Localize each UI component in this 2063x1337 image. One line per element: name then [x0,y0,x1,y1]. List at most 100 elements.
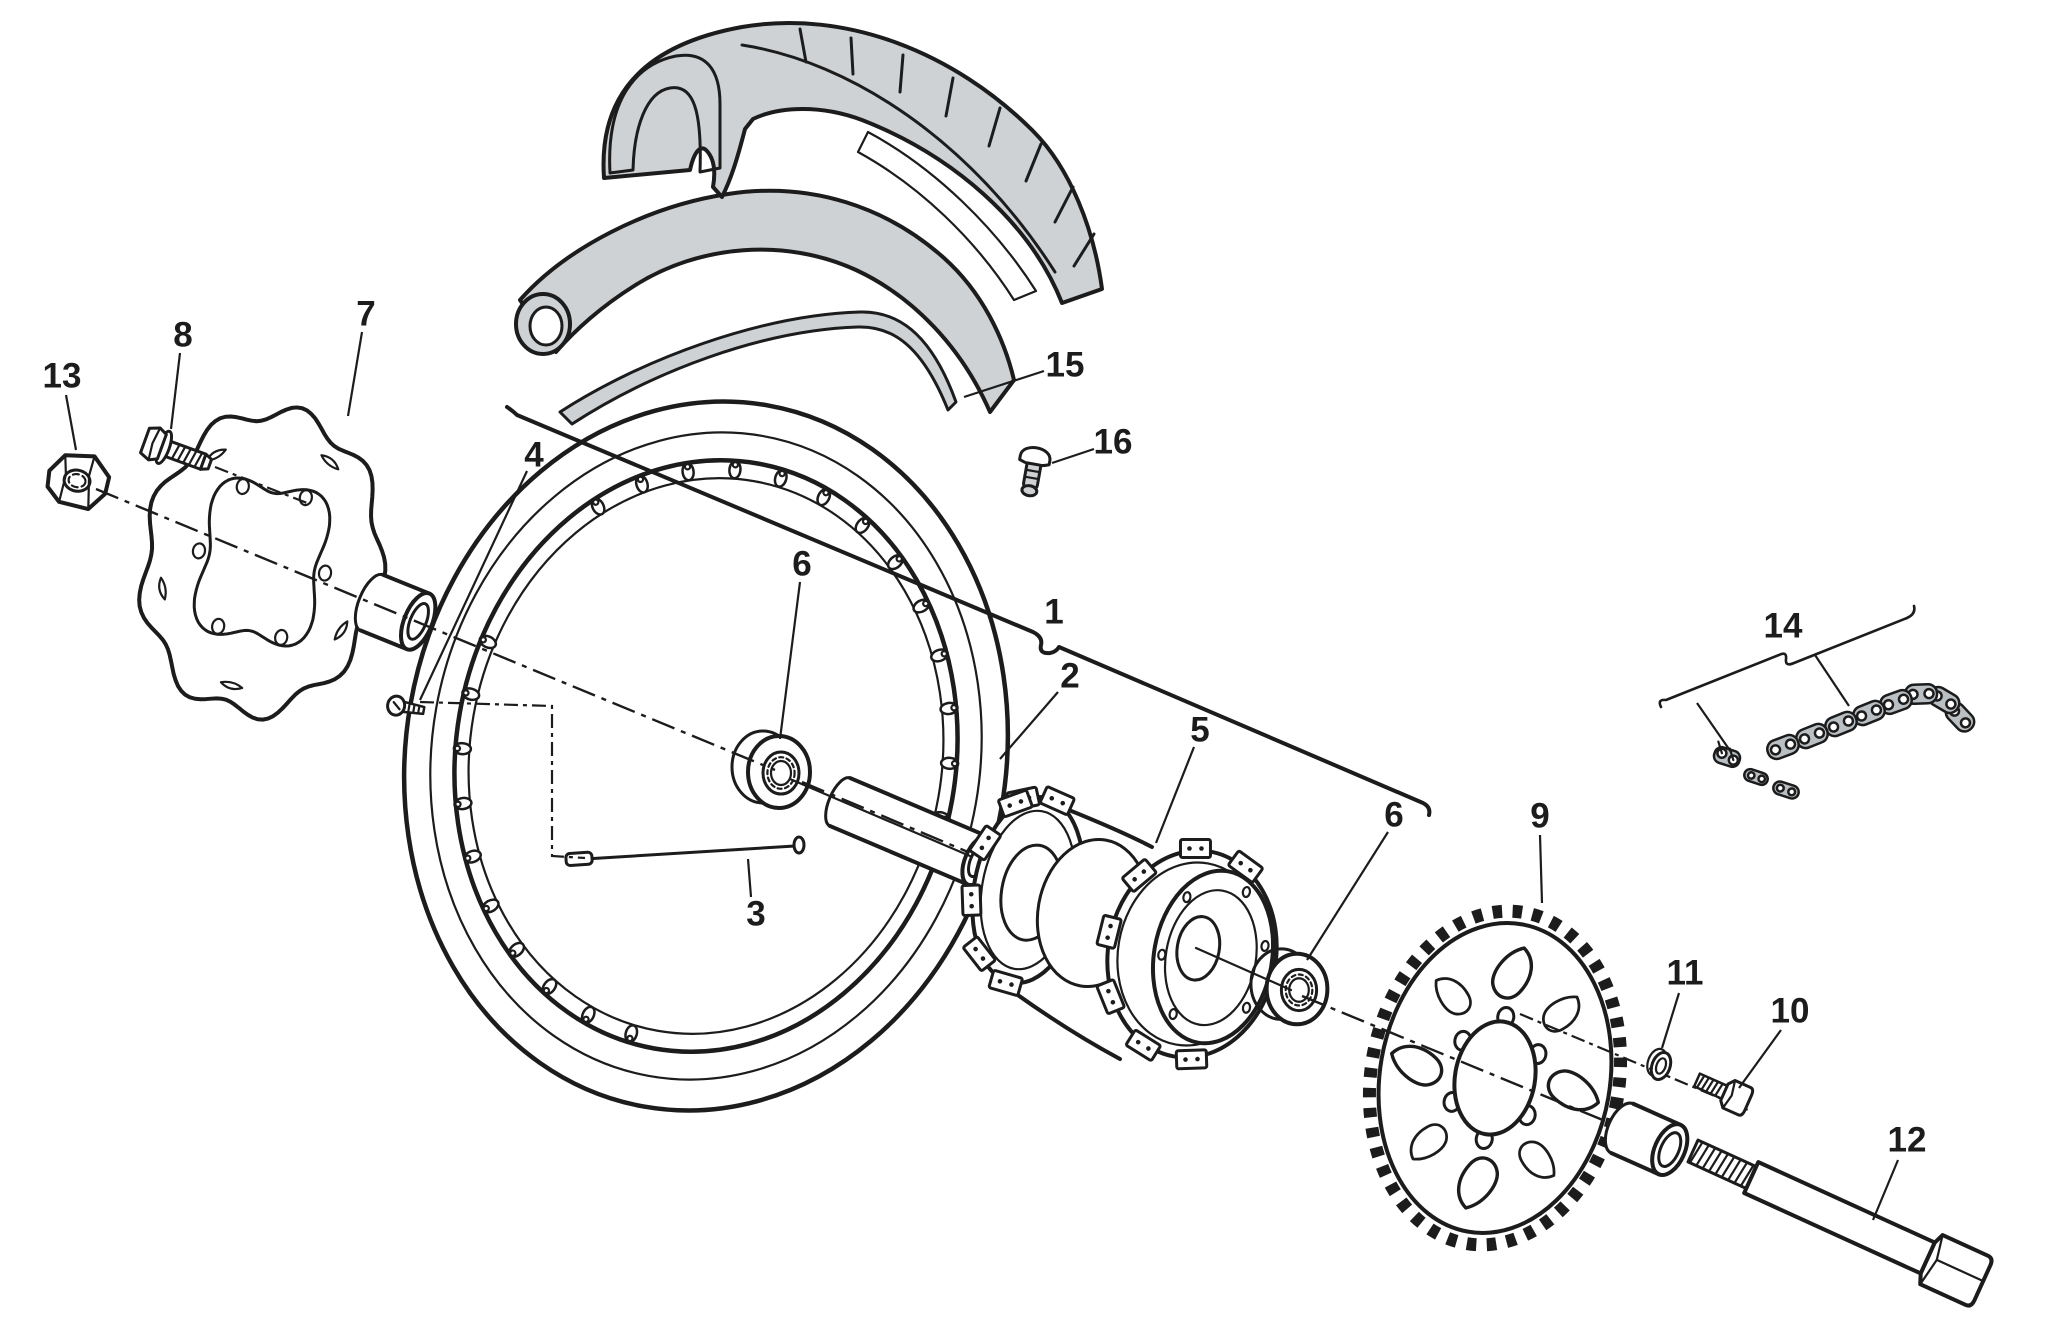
callout-3-label: 3 [746,895,765,934]
hub-lug [997,788,1034,819]
spoke-nipple [590,497,606,516]
disc-slot [158,576,167,601]
bearing-outer-race [1264,951,1330,1027]
axle-thread [1695,1143,1710,1167]
tread-line [898,53,905,94]
callout-12-leader [1871,1159,1900,1221]
spoke-nipple [854,516,871,535]
callout-16-label: 16 [1094,423,1133,462]
wheel-rim [401,399,1011,1113]
callout-6b-label: 6 [1384,796,1403,835]
bearing-bore [769,759,793,787]
callout-2-label: 2 [1060,657,1079,696]
axle-thread [1720,1155,1736,1179]
chain-master-clip [1743,767,1769,787]
sprocket-window [1457,1156,1500,1210]
sprocket-window [1389,1044,1444,1087]
spoke-nipple [681,462,695,482]
rim-band [558,310,958,426]
spoke-nipple [481,898,500,914]
tread-line [1053,185,1075,224]
callout-14-label: 14 [1764,607,1803,646]
hub-dish-hole [1241,1001,1252,1014]
tire-treads [798,27,1096,268]
valve-stem [1018,446,1052,498]
hub-lug [1039,785,1076,816]
chain-master-side-plate [1772,780,1800,800]
spoke-alignment-line [419,700,586,860]
spoke-head [792,835,806,855]
sprocket-teeth [1362,904,1628,1252]
sprocket-windows [1389,946,1601,1210]
tire-liner-sliver [856,130,1038,302]
callout-6a-leader [778,581,802,740]
wheel-assembly-bracket [505,405,1432,817]
tread-line [798,27,808,64]
tread-line [1072,232,1096,268]
axle [1686,1138,1994,1308]
callout-11-leader [1660,992,1681,1049]
hub-dish-hole [1168,1007,1178,1021]
wheel-bearing-right [1249,947,1330,1027]
hub-flange-left [960,785,1086,997]
spoke-nipple [453,796,473,811]
callout-5-label: 5 [1190,711,1209,750]
chain [1712,682,1976,800]
spoke-nipple [728,460,742,480]
callout-15-label: 15 [1046,346,1085,385]
disc-bolt-hole [298,489,313,507]
spoke-nipple [580,1005,596,1025]
axle-thread [1739,1164,1755,1188]
spoke-nipple [624,1024,639,1044]
spoke-nipple [930,648,949,663]
axle-threads [1688,1141,1755,1188]
chain-link [1766,733,1800,761]
callout-6a-label: 6 [792,545,811,584]
disc-bolt [139,426,214,471]
callout-7-leader [346,331,364,417]
disc-bolt-hole [191,542,207,560]
sprocket [1362,904,1628,1252]
callout-7-label: 7 [356,295,375,334]
bearing-inner-race [1279,967,1319,1013]
hub-lugs-left [960,785,1076,997]
sprocket-washer [1646,1047,1673,1082]
callout-4-label: 4 [524,436,544,475]
disc-slot [333,620,349,641]
hub-lug [968,824,1002,862]
callout-3-leader [746,858,753,898]
callout-15-leader [963,369,1045,399]
callout-16-leader [1051,447,1095,465]
sprocket-window [1542,995,1581,1033]
callout-12-label: 12 [1888,1121,1927,1160]
callout-13-leader [64,394,78,451]
hub [960,785,1279,1071]
hub-dish-hole [1260,939,1270,953]
sprocket-center-hole [1452,1019,1538,1137]
spoke-nipple [912,598,931,614]
disc-bolt-hole [211,617,226,635]
hub-dish-hole [1157,948,1167,961]
main-axis-segment-a [95,487,776,772]
hub-lug [1095,914,1123,950]
callout-9-leader [1538,834,1544,904]
spoke-nipple [886,553,905,571]
chain-bracket [1658,604,1916,709]
spoke-nipple [507,941,526,959]
disc-bolt-hole [317,564,333,582]
hub-lug [1178,838,1212,860]
hub-lug [960,883,983,917]
axle-thread [1733,1161,1749,1185]
hub-lug [987,969,1024,997]
hub-lug [1121,858,1158,893]
axle-thread [1707,1149,1723,1173]
axle-bushing [1603,1101,1690,1177]
callout-8-label: 8 [173,316,192,355]
hub-lug [1174,1048,1209,1071]
tire-cross-section [608,53,722,175]
brackets [505,405,1916,817]
spoke-nipple [541,977,558,996]
hub-dish-line [1194,946,1293,992]
